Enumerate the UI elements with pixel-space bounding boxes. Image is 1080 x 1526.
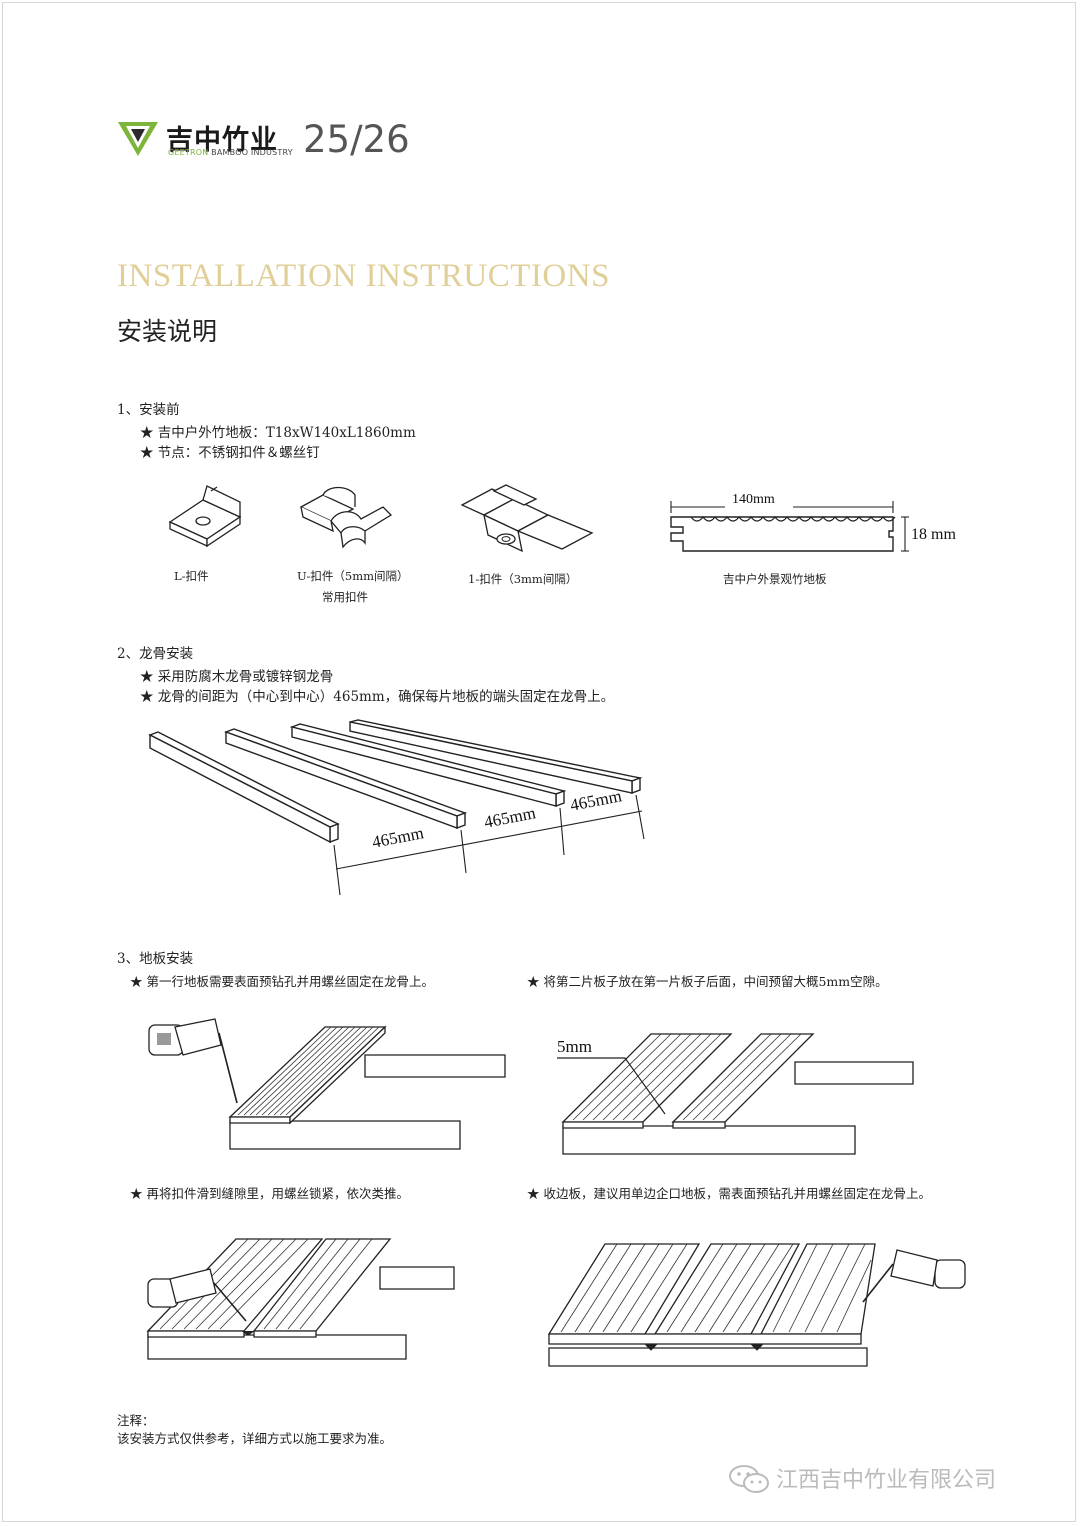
i-clip-label: 1-扣件（3mm间隔） [468,572,578,586]
step-1-text: ★ 第一行地板需要表面预钻孔并用螺丝固定在龙骨上。 [130,974,434,989]
note-heading: 注释： [117,1413,155,1428]
section2-bullet-1: ★ 采用防腐木龙骨或镀锌钢龙骨 [140,669,334,685]
drill-icon [147,1268,247,1322]
step-3-text: ★ 再将扣件滑到缝隙里，用螺丝锁紧，依次类推。 [130,1186,409,1201]
joists-illustration [148,719,645,896]
section3-heading: 3、地板安装 [117,951,194,967]
title-en: INSTALLATION INSTRUCTIONS [117,258,610,294]
gap-label: 5mm [557,1037,592,1056]
drill-icon [862,1249,966,1303]
title-cn: 安装说明 [117,317,218,346]
u-clip-label: U-扣件（5mm间隔） [297,569,409,583]
step-4-illustration [547,1243,966,1367]
step-4-text: ★ 收边板，建议用单边企口地板，需表面预钻孔并用螺丝固定在龙骨上。 [527,1186,931,1201]
footer-company-name: 江西吉中竹业有限公司 [776,1468,997,1493]
step-3-illustration [146,1238,455,1360]
step-2-text: ★ 将第二片板子放在第一片板子后面，中间预留大概5mm空隙。 [527,974,888,989]
section1-bullet-2: ★ 节点：不锈钢扣件＆螺丝钉 [140,445,320,461]
u-clip-sublabel: 常用扣件 [322,590,368,604]
board-profile-illustration [670,501,909,552]
section1-heading: 1、安装前 [117,402,180,418]
i-clip-illustration [460,484,594,553]
l-clip-label: L-扣件 [174,569,209,583]
brand-name-cn: 吉中竹业 [166,125,278,156]
section2-heading: 2、龙骨安装 [117,646,194,662]
wechat-icon [729,1465,769,1493]
board-caption: 吉中户外景观竹地板 [723,572,827,586]
board-thickness-label: 18 mm [911,526,956,543]
geetron-logo-icon [118,122,158,156]
section2-bullet-2: ★ 龙骨的间距为（中心到中心）465mm，确保每片地板的端头固定在龙骨上。 [140,689,615,705]
brand-name-en: GEETRON BAMBOO INDUSTRY [168,148,293,157]
board-width-label: 140mm [730,492,777,508]
section1-bullet-1: ★ 吉中户外竹地板：T18xW140xL1860mm [140,425,416,441]
u-clip-illustration [299,486,393,549]
l-clip-illustration [168,485,242,548]
step-2-illustration [557,1033,914,1155]
page-number: 25/26 [303,118,410,161]
drill-icon [148,1018,238,1104]
note-text: 该安装方式仅供参考，详细方式以施工要求为准。 [117,1431,393,1446]
step-1-illustration [148,1018,506,1150]
